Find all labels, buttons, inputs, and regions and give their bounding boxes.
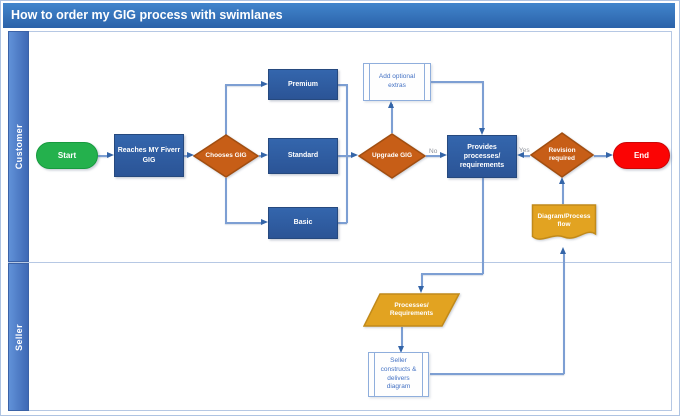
connector-revision-provides [524,155,530,157]
connector-upgrade-extras [391,104,393,133]
connector-provides-processes-v2 [421,273,423,287]
connector-premium-merge [338,84,347,86]
title-bar: How to order my GIG process with swimlan… [3,3,675,28]
process-standard: Standard [268,138,338,174]
parallelogram-shape [363,293,460,327]
connector-standard-upgrade [338,155,352,157]
lane-label-seller-text: Seller [13,323,24,351]
arrow-merge-upgrade [351,152,358,158]
lane-label-customer: Customer [8,31,29,262]
arrow-diagram-revision [559,177,565,184]
subprocess-add-optional-extras: Add optional extras [363,63,431,101]
connector-chooses-premium-h [225,84,262,86]
arrow-extras-provides [479,128,485,135]
process-basic: Basic [268,207,338,239]
connector-revision-end [594,155,608,157]
process-provides-requirements: Provides processes/ requirements [447,135,517,178]
connector-upgrade-provides [426,155,442,157]
arrow-revision-provides [517,152,524,158]
arrow-upgrade-extras [388,101,394,108]
diamond-shape [193,134,259,178]
process-reaches-gig: Reaches MY Fiverr GIG [114,134,184,177]
arrow-chooses-standard [261,152,268,158]
decision-upgrade-gig: Upgrade GIG [358,133,426,179]
connector-chooses-basic-h [225,222,262,224]
diamond-shape [530,132,594,178]
connector-provides-processes-v1 [482,177,484,274]
arrow-start-reaches [107,152,114,158]
arrow-chooses-premium [261,81,268,87]
edge-label-no: No [429,148,438,155]
connector-processes-seller [401,327,403,347]
lane-label-seller: Seller [8,263,29,411]
connector-chooses-basic-v [225,178,227,223]
terminator-start: Start [36,142,98,169]
connector-extras-provides-h [431,81,483,83]
arrow-seller-diagram [560,247,566,254]
edge-label-yes: Yes [519,147,530,154]
connector-reaches-chooses [184,155,189,157]
terminator-end: End [613,142,670,169]
lane-divider [8,262,672,263]
diamond-shape [358,133,426,179]
lane-label-customer-text: Customer [13,123,24,170]
connector-diagram-revision [562,184,564,204]
arrow-reaches-chooses [187,152,194,158]
connector-chooses-premium-v [225,84,227,135]
page-title: How to order my GIG process with swimlan… [11,8,283,22]
connector-basic-merge [338,222,347,224]
connector-seller-diagram-v [563,254,565,374]
decision-chooses-gig: Chooses GIG [193,134,259,178]
arrow-chooses-basic [261,219,268,225]
process-premium: Premium [268,69,338,100]
arrow-processes-seller [398,346,404,353]
arrow-revision-end [606,152,613,158]
document-diagram-process-flow: Diagram/Process flow [531,203,597,245]
data-processes-requirements: Processes/ Requirements [363,293,460,327]
arrow-provides-processes [418,286,424,293]
arrow-upgrade-provides [440,152,447,158]
subprocess-seller-constructs: Seller constructs & delivers diagram [368,352,429,397]
connector-extras-provides-v [482,81,484,129]
decision-revision-required: Revision required [530,132,594,178]
connector-merge-vertical [346,84,348,223]
connector-seller-diagram-h [430,373,564,375]
connector-provides-processes-h [421,273,483,275]
connector-start-reaches [98,155,109,157]
document-shape [531,204,597,240]
